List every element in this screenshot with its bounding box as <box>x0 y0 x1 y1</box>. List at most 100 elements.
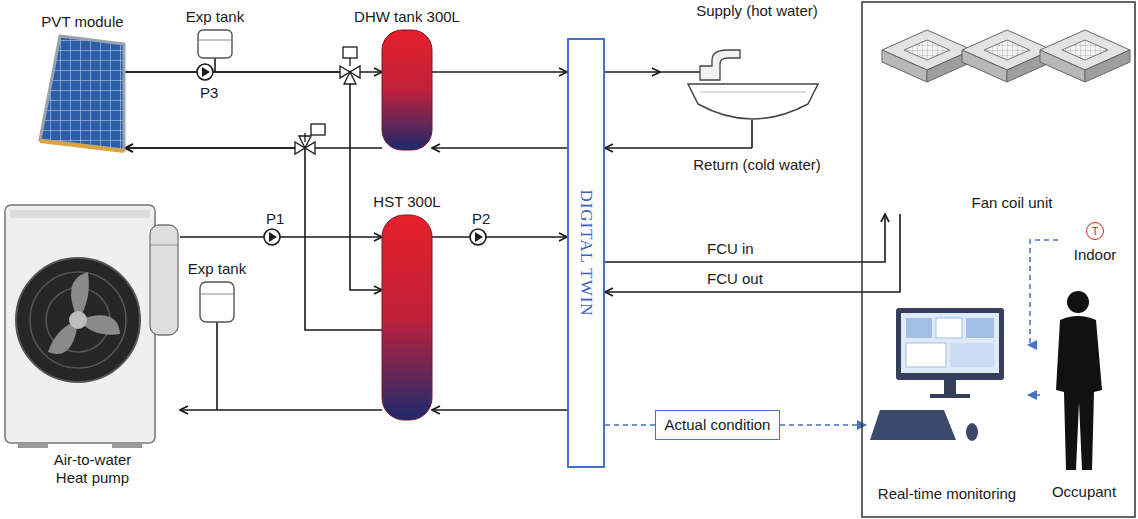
actual-condition-box: Actual condition <box>655 410 780 440</box>
heat-pump-illustration <box>30 272 126 368</box>
occupant-figure <box>1056 316 1102 470</box>
fan-coil-cassette <box>1062 40 1108 60</box>
sink-illustration <box>660 50 818 148</box>
monitor-illustration <box>930 394 970 398</box>
fan-coil-cassette <box>1040 30 1130 82</box>
pump-label: P1 <box>264 210 286 228</box>
node-label: Occupant <box>1040 483 1128 501</box>
node-label: Exp tank <box>188 260 246 278</box>
heat-pump-illustration <box>5 205 155 443</box>
fan-coil-unit: Fan coil unit <box>880 18 1138 214</box>
occupant-figure <box>1056 291 1102 470</box>
room-panel <box>862 2 1135 517</box>
three-way-valve <box>304 133 305 142</box>
three-way-valve <box>343 47 357 58</box>
monitor-illustration <box>950 343 994 367</box>
heat-pump-illustration <box>18 443 48 448</box>
pump-symbol <box>197 64 486 245</box>
node-label: Supply (hot water) <box>660 2 854 20</box>
monitor-illustration <box>906 343 946 367</box>
expansion-tank-symbol <box>198 30 232 58</box>
node-label: HST 300L <box>373 193 440 211</box>
solar-panel <box>40 36 124 151</box>
sink-illustration <box>751 120 753 148</box>
node-label: Fan coil unit <box>880 194 1138 212</box>
sink-illustration <box>700 50 740 80</box>
sink-illustration <box>700 92 806 93</box>
heat-pump-illustration <box>16 258 140 382</box>
heat-pump-illustration <box>5 205 178 448</box>
monitor-illustration <box>870 410 956 440</box>
monitor-illustration <box>906 318 932 338</box>
digital-twin-box: DIGITAL TWIN <box>567 38 605 468</box>
signal-connector <box>605 424 655 426</box>
pump-symbol <box>197 64 213 80</box>
sink: Supply (hot water)Return (cold water) <box>660 0 854 176</box>
monitor-illustration <box>944 380 956 394</box>
occupant-figure <box>1067 291 1089 313</box>
expansion-tank-symbol <box>198 40 232 41</box>
node-label: Real-time monitoring <box>866 485 1028 503</box>
expansion-tank-symbol <box>200 282 234 410</box>
expansion-tank-symbol <box>216 322 218 410</box>
heat-pump-illustration <box>112 443 142 448</box>
monitor-illustration <box>936 318 962 338</box>
pipe-connector <box>180 236 382 238</box>
signal-connector <box>1028 240 1058 345</box>
node-sublabel: Indoor <box>1058 246 1132 264</box>
pipe-connector <box>605 71 660 73</box>
storage-tank <box>382 215 432 420</box>
sink-illustration <box>660 147 752 149</box>
pipe-connector <box>605 214 900 292</box>
room-panel <box>862 2 1135 517</box>
hst-tank: HST 300L <box>382 215 432 420</box>
fan-coil-cassette <box>984 40 1030 60</box>
node-label: DHW tank 300L <box>354 8 460 26</box>
monitor-illustration <box>966 318 994 338</box>
pump-symbol <box>264 229 280 245</box>
pipe-connector <box>432 409 567 411</box>
monitor-illustration <box>901 313 999 373</box>
node-label: Exp tank <box>186 8 244 26</box>
storage-tank <box>382 30 432 150</box>
edge-label: FCU out <box>705 270 765 288</box>
pump-symbol <box>475 232 483 242</box>
fan-coil-cassette <box>882 30 1130 82</box>
pump-label: P3 <box>198 84 220 102</box>
expansion-tank-symbol <box>200 282 234 322</box>
node-label: Actual condition <box>665 416 771 434</box>
fan-coil-cassette <box>904 40 950 60</box>
three-way-valve <box>349 58 350 66</box>
storage-tank <box>382 30 432 420</box>
expansion-tank-symbol <box>200 294 234 295</box>
heat-pump-illustration <box>69 311 87 329</box>
pump-symbol <box>269 232 277 242</box>
monitor-illustration <box>966 423 978 441</box>
heat-pump: Air-to-water Heat pump <box>5 205 180 445</box>
three-way-valve <box>311 124 325 135</box>
pipe-connector <box>180 409 382 411</box>
pump-symbol <box>202 67 210 77</box>
fan-coil-cassette <box>882 30 972 82</box>
heat-pump-illustration <box>150 245 178 246</box>
pump-label: P2 <box>470 210 492 228</box>
sink-illustration <box>660 71 700 73</box>
expansion-tank-symbol <box>214 58 216 72</box>
pipe-connector <box>605 147 660 149</box>
dhw-tank: DHW tank 300L <box>382 30 432 150</box>
pump-symbol <box>470 229 486 245</box>
three-way-valve <box>344 72 356 84</box>
heat-pump-illustration <box>10 210 150 218</box>
signal-connector <box>780 424 866 426</box>
real-time-monitoring: Real-time monitoring <box>866 300 1028 505</box>
fan-coil-cassette <box>962 30 1052 82</box>
solar-panel <box>40 141 124 151</box>
pvt-module: PVT module <box>40 35 125 153</box>
expansion-tank: Exp tank <box>200 282 234 322</box>
pipe-connector <box>432 236 567 238</box>
indoor-sensor: T Indoor <box>1058 222 1132 266</box>
signal-connector <box>1028 394 1040 396</box>
node-label: T <box>1086 222 1104 240</box>
